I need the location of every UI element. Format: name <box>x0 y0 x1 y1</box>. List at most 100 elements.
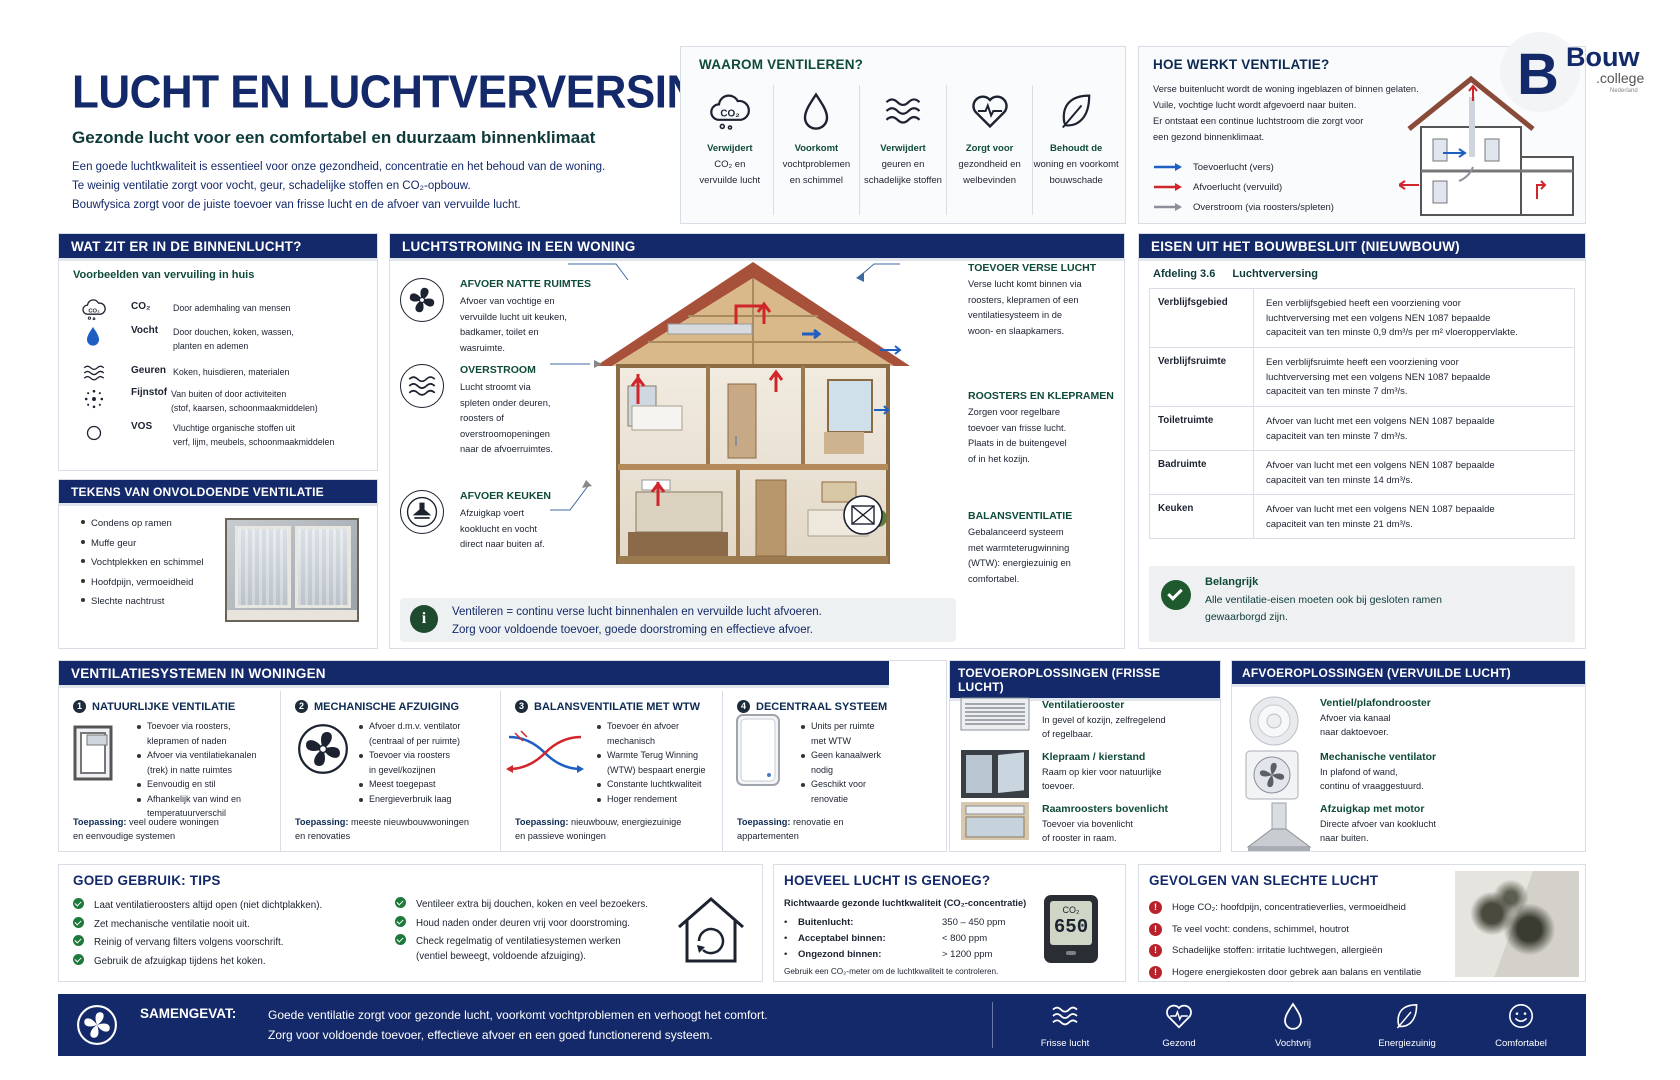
waarom-item: Verwijdert geuren en schadelijke stoffen <box>860 85 947 215</box>
summary-benefit: Frisse lucht <box>1008 1000 1122 1052</box>
system-title: BALANSVENTILATIE MET WTW <box>534 701 700 713</box>
eisen-row: Verblijfsgebied Een verblijfsgebied heef… <box>1149 289 1575 348</box>
intro-line: Bouwfysica zorgt voor de juiste toevoer … <box>72 199 521 211</box>
heat-exchange-icon <box>506 730 584 773</box>
sign-item: Condens op ramen <box>79 514 203 534</box>
dust-icon <box>81 386 107 412</box>
eis-key: Toiletruimte <box>1150 407 1254 450</box>
co2-cloud-icon <box>81 296 107 322</box>
bullet-line: Hoger rendement <box>607 793 678 804</box>
tips-panel: GOED GEBRUIK: TIPS Laat ventilatierooste… <box>58 864 763 982</box>
eis-key: Verblijfsruimte <box>1150 348 1254 406</box>
bullet-line: renovatie <box>811 793 849 804</box>
solution-desc: of rooster in raam. <box>1042 832 1117 843</box>
logo-tiny: Nederland <box>1610 88 1638 94</box>
waarom-item: Voorkomt vochtproblemen en schimmel <box>774 85 861 215</box>
flow-line: Afzuigkap voert <box>460 508 525 518</box>
step-number: 2 <box>295 700 308 713</box>
binnenlucht-item: Fijnstof Van buiten of door activiteiten… <box>73 386 373 416</box>
check-icon <box>395 915 406 927</box>
bullet-line: (trek) in natte ruimtes <box>147 764 233 775</box>
water-drop-icon <box>1284 1002 1302 1030</box>
solution-desc: of regelbaar. <box>1042 728 1094 739</box>
co2-value: 350 – 450 ppm <box>942 917 1006 928</box>
genoeg-title: HOEVEEL LUCHT IS GENOEG? <box>784 873 991 888</box>
stroming-title: LUCHTSTROMING IN EEN WONING <box>390 234 1124 261</box>
tekens-title: TEKENS VAN ONVOLDOENDE VENTILATIE <box>59 480 377 506</box>
bullet: Toevoer via roosters,klepramen of naden <box>135 719 257 748</box>
sign-item: Muffe geur <box>79 534 203 554</box>
heart-pulse-icon <box>968 89 1012 133</box>
legend-item: Overstroom (via roosters/spleten) <box>1153 197 1334 217</box>
hoe-line: Verse buitenlucht wordt de woning ingebl… <box>1153 84 1419 94</box>
fan-icon <box>77 1005 117 1045</box>
bullet-line: Eenvoudig en stil <box>147 779 216 789</box>
solution-name: Afzuigkap met motor <box>1320 803 1425 815</box>
leaf-icon <box>1054 89 1098 133</box>
summary-benefit: Energiezuinig <box>1350 1000 1464 1052</box>
waarom-line: bouwschade <box>1049 175 1103 186</box>
waarom-line: CO₂ en <box>714 159 746 170</box>
solution-name: Klepraam / kierstand <box>1042 751 1146 763</box>
flow-line: met warmteterugwinning <box>968 542 1070 553</box>
condensation-window-photo <box>225 518 359 622</box>
bullet-line: mechanisch <box>607 735 656 746</box>
toepassing-value: en passieve woningen <box>515 831 606 841</box>
binnenlucht-sub: Voorbeelden van vervuiling in huis <box>73 269 255 281</box>
solution-desc: In gevel of kozijn, zelfregelend <box>1042 715 1166 725</box>
tips-title: GOED GEBRUIK: TIPS <box>73 873 221 888</box>
benefit-label: Gezond <box>1162 1038 1196 1049</box>
eis-line: Afvoer van lucht met een volgens NEN 108… <box>1266 504 1495 515</box>
svg-text:B: B <box>1517 42 1559 107</box>
hoe-line: Vuile, vochtige lucht wordt afgevoerd na… <box>1153 100 1357 110</box>
eis-key: Verblijfsgebied <box>1150 289 1254 347</box>
waarom-line: Zorgt voor <box>965 143 1014 154</box>
note-line: Zorg voor voldoende toevoer, goede doors… <box>452 624 813 636</box>
flow-line: spleten onder deuren, <box>460 397 551 408</box>
check-icon <box>73 953 84 965</box>
bullet: Constante luchtkwaliteit <box>595 777 706 792</box>
consequence-item: !Te veel vocht: condens, schimmel, houtr… <box>1149 919 1421 941</box>
tip-text: (ventiel beweegt, voldoende afzuiging). <box>416 951 586 962</box>
gevolgen-title: GEVOLGEN VAN SLECHTE LUCHT <box>1149 873 1379 888</box>
system-title: DECENTRAAL SYSTEEM <box>756 701 888 713</box>
flow-line: naar de afvoerruimtes. <box>460 444 554 454</box>
pollutant-desc: planten en ademen <box>173 341 249 351</box>
solution-desc: naar daktoevoer. <box>1320 726 1389 737</box>
bullet-line: in gevel/kozijnen <box>369 764 436 775</box>
important-title: Belangrijk <box>1205 576 1259 588</box>
arrow-icon <box>1154 163 1182 171</box>
waarom-line: schadelijke stoffen <box>863 175 942 186</box>
afvoer-panel: AFVOEROPLOSSINGEN (VERVUILDE LUCHT) Vent… <box>1231 660 1586 852</box>
summary-bar: SAMENGEVAT: Goede ventilatie zorgt voor … <box>58 994 1586 1056</box>
bullet-line: Afvoer d.m.v. ventilator <box>369 721 461 731</box>
pollutant-name: CO₂ <box>131 301 151 312</box>
toevoer-panel: TOEVOEROPLOSSINGEN (FRISSE LUCHT) Ventil… <box>949 660 1221 852</box>
leaf-icon <box>1396 1003 1418 1029</box>
bullet-line: klepramen of naden <box>147 735 227 746</box>
bullet-line: (WTW) bespaart energie <box>607 764 706 775</box>
bullet: Warmte Terug Winning(WTW) bespaart energ… <box>595 748 706 777</box>
tip-text: Laat ventilatieroosters altijd open (nie… <box>94 900 323 911</box>
eis-line: capaciteit van ten minste 0,9 dm³/s per … <box>1266 327 1518 338</box>
eisen-row: Toiletruimte Afvoer van lucht met een vo… <box>1149 407 1575 451</box>
flow-line: (WTW): energiezuinig en <box>968 558 1071 568</box>
tip-text: Reinig of vervang filters volgens voorsc… <box>94 937 284 948</box>
summary-line: Zorg voor voldoende toevoer, effectieve … <box>268 1028 713 1042</box>
eisen-title: EISEN UIT HET BOUWBESLUIT (NIEUWBOUW) <box>1139 234 1585 261</box>
afdeling-number: Afdeling 3.6 <box>1153 268 1216 280</box>
waarom-line: Voorkomt <box>794 143 839 154</box>
logo-text: Bouw <box>1566 42 1640 72</box>
house-cutaway-illustration <box>596 262 910 564</box>
flow-line: wasruimte. <box>460 342 505 353</box>
flow-title: ROOSTERS EN KLEPRAMEN <box>968 390 1114 402</box>
bullet-line: Energieverbruik laag <box>369 793 452 804</box>
afvoer-title: AFVOEROPLOSSINGEN (VERVUILDE LUCHT) <box>1232 661 1585 687</box>
check-icon <box>73 916 84 928</box>
legend-label: Overstroom (via roosters/spleten) <box>1193 201 1334 213</box>
